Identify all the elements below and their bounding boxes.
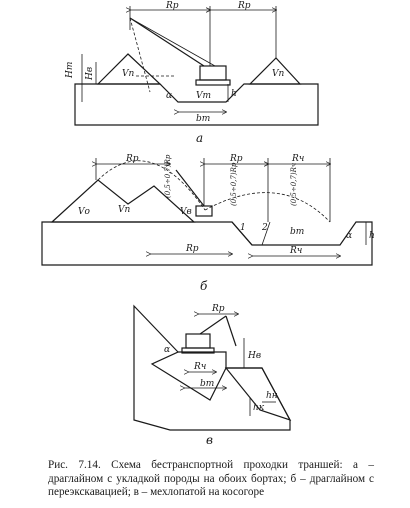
label-hv-a: Hв: [85, 67, 95, 81]
label-rp-left-a: Rр: [165, 1, 179, 11]
label-vv-b: Vв: [180, 207, 192, 217]
hillside-section-c: [133, 304, 291, 431]
ground-section-b: [41, 221, 373, 266]
panel-b: Rр Rр Rч (0,5÷0,7)Rр (0,5÷0,7)Rр (0,5÷0,…: [41, 154, 375, 293]
ground-section-a: [74, 83, 319, 126]
spoil-heap-right-a: [248, 57, 302, 85]
label-rp-left-b: Rр: [125, 154, 139, 164]
label-alpha-a: α: [166, 91, 172, 101]
label-rp-right-b: Rр: [229, 154, 243, 164]
label-vo-b: Vо: [78, 207, 90, 217]
spoil-heap-b: [50, 179, 196, 223]
label-rp-bottom-b: Rр: [185, 244, 199, 254]
label-bt-a: bт: [196, 114, 210, 124]
label-vp-b: Vп: [118, 205, 130, 215]
trench-excavation-diagram: Rр Rр Hт Hв Vп Vп Vт bт α h а: [41, 1, 375, 447]
panel-a: Rр Rр Hт Hв Vп Vп Vт bт α h а: [65, 1, 319, 145]
panel-c: Rр Rч bт Hв α hн hк в: [133, 304, 292, 447]
label-bt-c: bт: [200, 379, 214, 389]
label-1-b: 1: [240, 223, 246, 233]
label-dim2a-b: (0,5÷0,7)Rр: [230, 162, 238, 206]
label-vp-left-a: Vп: [122, 69, 134, 79]
label-rch-b: Rч: [291, 154, 304, 164]
label-alpha-b: α: [346, 231, 352, 241]
label-hn-c: hн: [266, 391, 278, 401]
label-hk-c: hк: [253, 403, 265, 413]
label-hv-c: Hв: [247, 351, 261, 361]
panel-letter-b: б: [200, 279, 208, 293]
spoil-slope-c: [224, 367, 292, 422]
label-rp-right-a: Rр: [237, 1, 251, 11]
label-ht-a: Hт: [65, 62, 75, 79]
label-rch-c: Rч: [193, 362, 206, 372]
figure-caption: Рис. 7.14. Схема бестранспортной проходк…: [48, 459, 374, 498]
label-vt-a: Vт: [196, 91, 211, 101]
label-dim2b-b: (0,5÷0,7)Rч: [290, 163, 298, 206]
panel-letter-a: а: [196, 131, 203, 145]
label-alpha-c: α: [164, 345, 170, 355]
dragline-a: [129, 17, 231, 93]
label-2-b: 2: [261, 223, 268, 233]
label-rp-c: Rр: [211, 304, 225, 314]
label-bt-b: bт: [290, 227, 304, 237]
label-h-b: h: [369, 231, 375, 241]
label-h-a: h: [231, 89, 237, 99]
label-vp-right-a: Vп: [272, 69, 284, 79]
shovel-excavator-c: [181, 315, 237, 354]
label-dim1-b: (0,5÷0,7)Rр: [164, 154, 172, 198]
label-rch-bottom-b: Rч: [289, 246, 302, 256]
panel-letter-c: в: [206, 433, 213, 447]
